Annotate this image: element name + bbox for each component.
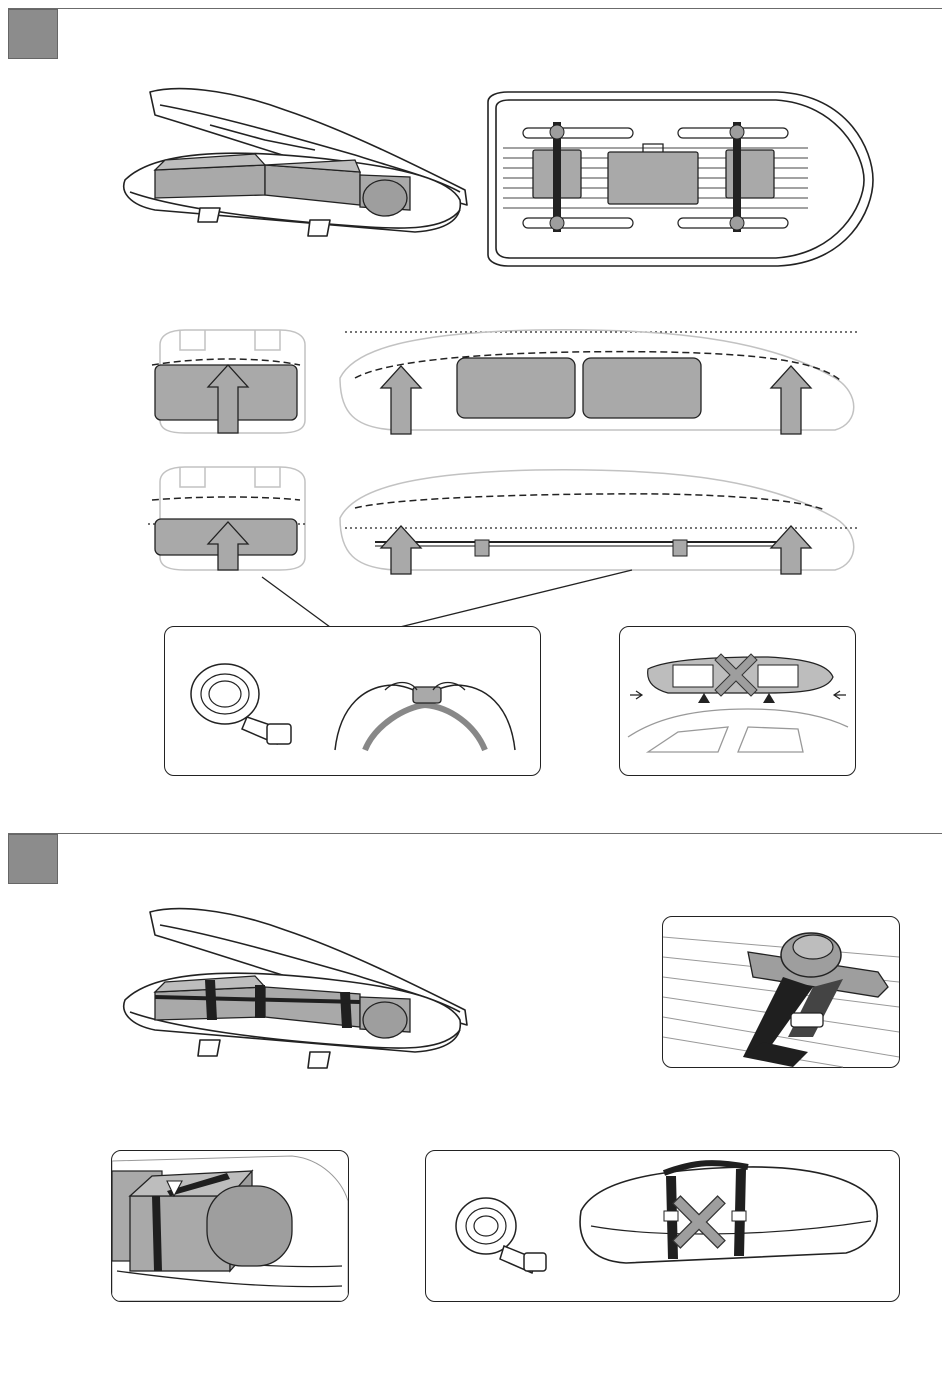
strap-inset-panel [164,626,541,776]
strap-roll-icon [187,649,307,749]
hands-fastening-buckle-icon [325,645,525,755]
strap-closed-box-panel [425,1150,900,1302]
warning-inset-panel [619,626,856,776]
strap-anchor-knob-closeup [663,917,899,1067]
step-2-divider [8,833,942,834]
forbidden-x-icon [673,1196,725,1248]
forbidden-x-icon [715,654,757,696]
step-2-marker-square [8,834,58,884]
strap-around-closed-box-forbidden [426,1151,899,1301]
open-roof-box-strapped-luggage [115,900,475,1085]
callout-lines [0,0,950,640]
strap-anchor-closeup-panel [662,916,900,1068]
strapped-cargo-closeup-panel [111,1150,349,1302]
strapped-cargo-closeup [112,1151,348,1301]
